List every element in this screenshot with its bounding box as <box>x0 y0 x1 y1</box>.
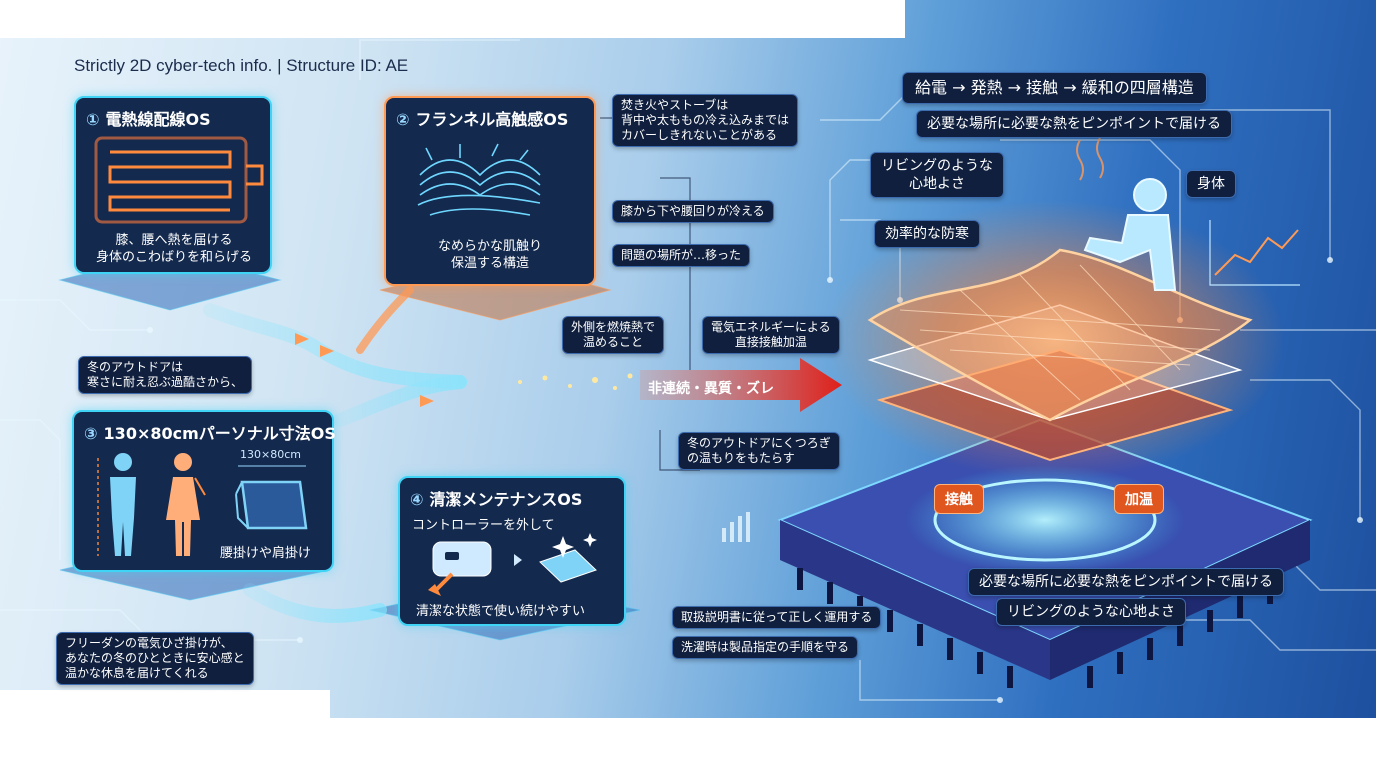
bottom-white-band <box>0 718 1376 768</box>
label-four-layers: 給電 → 発熱 → 接触 → 緩和の四層構造 <box>902 72 1207 104</box>
label-efficient: 効率的な防寒 <box>874 220 980 248</box>
card-heating-wire-text: 膝、腰へ熱を届ける 身体のこわばりを和らげる <box>95 233 252 265</box>
card-number: ③ <box>84 424 98 443</box>
badge-contact: 接触 <box>934 484 984 514</box>
badge-warming: 加温 <box>1114 484 1164 514</box>
label-manual: 取扱説明書に従って正しく運用する <box>672 606 882 629</box>
structure-header: Strictly 2D cyber-tech info. | Structure… <box>74 56 409 75</box>
label-pinpoint-top: 必要な場所に必要な熱をピンポイントで届ける <box>916 110 1232 138</box>
label-electric-contact: 電気エネルギーによる 直接接触加温 <box>702 316 840 354</box>
card-number: ② <box>396 110 410 129</box>
bottom-white-band-left <box>0 690 330 720</box>
maintenance-result: 清潔な状態で使い続けやすい <box>416 604 586 619</box>
label-washing: 洗濯時は製品指定の手順を守る <box>672 636 859 659</box>
discontinuity-label: 非連続・異質・ズレ <box>648 381 774 397</box>
discontinuity-arrow <box>640 358 842 412</box>
label-knees-cold: 膝から下や腰回りが冷える <box>612 200 774 223</box>
top-white-band <box>0 0 905 38</box>
label-bonfire: 焚き火やストーブは 背中や太ももの冷え込みまでは カバーしきれないことがある <box>612 94 799 147</box>
label-body: 身体 <box>1186 170 1236 198</box>
label-winter-endure: 冬のアウトドアは 寒さに耐え忍ぶ過酷さから、 <box>78 356 253 394</box>
label-winter-relax: 冬のアウトドアにくつろぎ の温もりをもたらす <box>678 432 840 470</box>
label-outside-heat: 外側を燃焼熱で 温めること <box>562 316 665 354</box>
label-living-bottom: リビングのような心地よさ <box>996 598 1186 626</box>
maintenance-step: コントローラーを外して <box>412 518 555 533</box>
card-number: ④ <box>410 490 424 509</box>
dimension-label: 130×80cm <box>240 448 301 461</box>
usage-caption: 腰掛けや肩掛け <box>220 546 312 561</box>
person-icon <box>1083 178 1177 291</box>
label-freedan: フリーダンの電気ひざ掛けが、 あなたの冬のひとときに安心感と 温かな休息を届けて… <box>56 632 254 685</box>
card-flannel-text: なめらかな肌触り 保温する構造 <box>437 239 542 271</box>
label-living-like: リビングのような 心地よさ <box>870 152 1004 198</box>
mini-chart <box>1209 220 1300 286</box>
label-problem-moved: 問題の場所が…移った <box>612 244 751 267</box>
card-number: ① <box>86 110 100 129</box>
label-pinpoint-bottom: 必要な場所に必要な熱をピンポイントで届ける <box>968 568 1284 596</box>
